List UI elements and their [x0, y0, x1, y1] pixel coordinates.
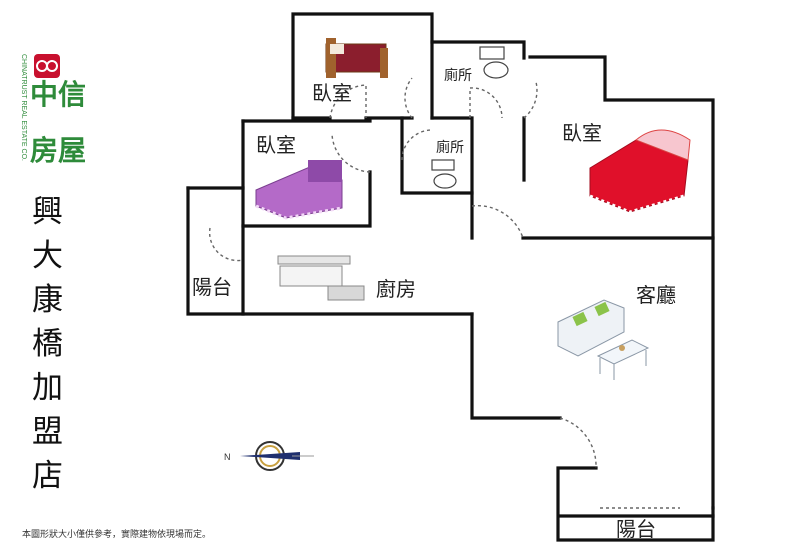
wall-toilet-mid — [400, 116, 474, 195]
door-swing — [331, 133, 371, 173]
brand-logo: CHINATRUST REAL ESTATE CO. 中信 房屋 — [20, 54, 86, 167]
room-label-toilet-mid: 廁所 — [436, 139, 464, 156]
disclaimer-text: 本圖形狀大小僅供參考，實際建物依現場而定。 — [22, 528, 211, 540]
door-swing — [469, 87, 503, 119]
bed-icon — [325, 38, 388, 78]
title-char: 橋 — [32, 326, 63, 362]
room-label-bedroom-mid: 臥室 — [256, 133, 296, 157]
brand-name-en: CHINATRUST REAL ESTATE CO. — [20, 54, 27, 161]
wall-bedroom-mid — [241, 119, 372, 228]
wall — [470, 312, 562, 420]
wall-balcony-bottom — [556, 466, 715, 542]
brand-name-cn-1: 中信 — [30, 78, 86, 111]
title-char: 店 — [32, 458, 63, 494]
doors — [208, 77, 680, 509]
toilet-icon — [431, 159, 457, 189]
brand-name-cn-2: 房屋 — [30, 134, 86, 167]
logo-ring-right-icon — [46, 60, 58, 72]
room-label-balcony-bottom: 陽台 — [616, 517, 656, 541]
wall-balcony-left — [186, 186, 245, 316]
title-char: 加 — [32, 370, 63, 406]
door-swing — [404, 77, 413, 119]
door-swing — [559, 417, 597, 469]
room-label-balcony-left: 陽台 — [192, 275, 232, 299]
wall-bedroom-right — [521, 55, 715, 240]
door-swing — [401, 129, 433, 161]
compass-north-label: N — [224, 452, 231, 462]
title-char: 大 — [32, 238, 63, 274]
room-label-living-room: 客廳 — [636, 283, 676, 307]
kitchen-counter-icon — [277, 255, 365, 301]
wall-bedroom-top — [291, 12, 434, 120]
bed-icon — [255, 160, 343, 220]
door-swing — [523, 81, 538, 119]
title-char: 盟 — [32, 414, 63, 450]
door-swing — [471, 204, 524, 239]
store-title: 興 大 康 橋 加 盟 店 — [32, 194, 63, 494]
coffee-table-icon — [596, 339, 650, 380]
compass-icon: N — [224, 441, 314, 471]
room-label-toilet-top: 廁所 — [444, 67, 472, 84]
title-char: 康 — [32, 282, 63, 318]
door-swing — [329, 84, 367, 119]
bed-icon — [589, 129, 691, 214]
room-label-kitchen: 廚房 — [376, 277, 416, 301]
wall-toilet-top — [430, 40, 526, 60]
door-swing — [208, 227, 244, 262]
room-label-bedroom-right: 臥室 — [562, 121, 602, 145]
sofa-icon — [557, 299, 625, 357]
title-char: 興 — [32, 194, 63, 230]
room-label-bedroom-top: 臥室 — [312, 81, 352, 105]
toilet-icon — [479, 46, 509, 79]
walls — [186, 12, 715, 542]
